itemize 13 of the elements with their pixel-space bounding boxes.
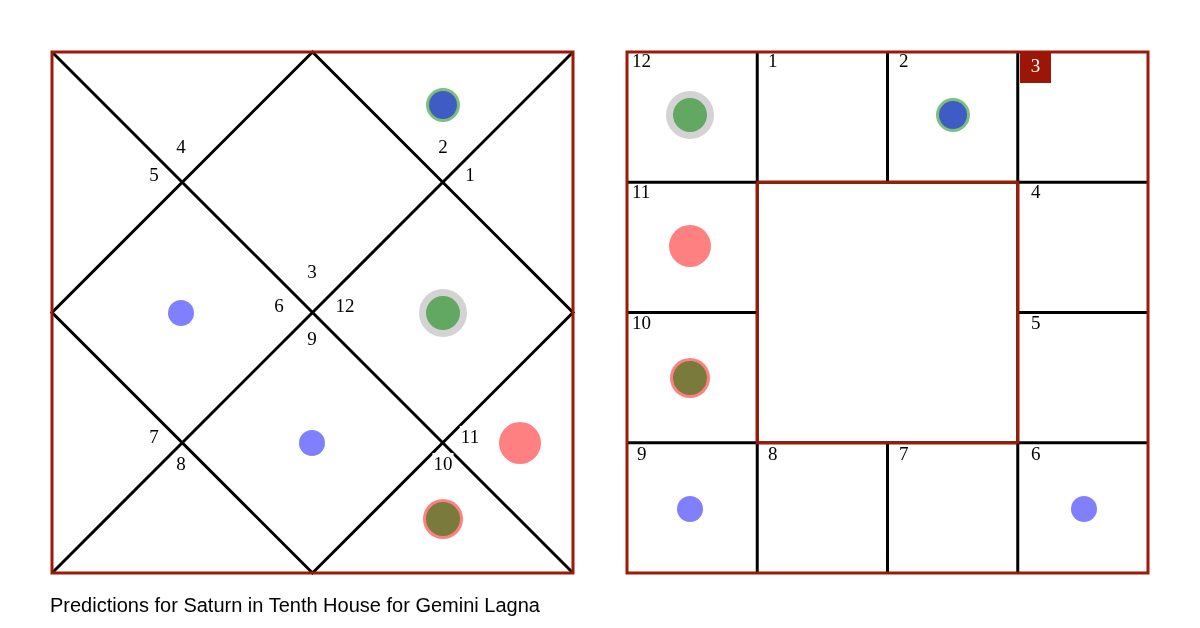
caption: Predictions for Saturn in Tenth House for Gemini Lagna: [50, 593, 540, 618]
house-number: 6: [1031, 443, 1041, 465]
house-number: 3: [1020, 52, 1051, 83]
house-number: 1: [768, 50, 778, 72]
house-number: 2: [899, 50, 909, 72]
house-number: 9: [637, 443, 647, 465]
house-number: 5: [1031, 312, 1041, 334]
house-number: 10: [632, 312, 651, 334]
house-number: 12: [632, 50, 651, 72]
house-number: 11: [632, 181, 651, 203]
house-number: 8: [768, 443, 778, 465]
house-number: 4: [1031, 181, 1041, 203]
house-number: 7: [899, 443, 909, 465]
